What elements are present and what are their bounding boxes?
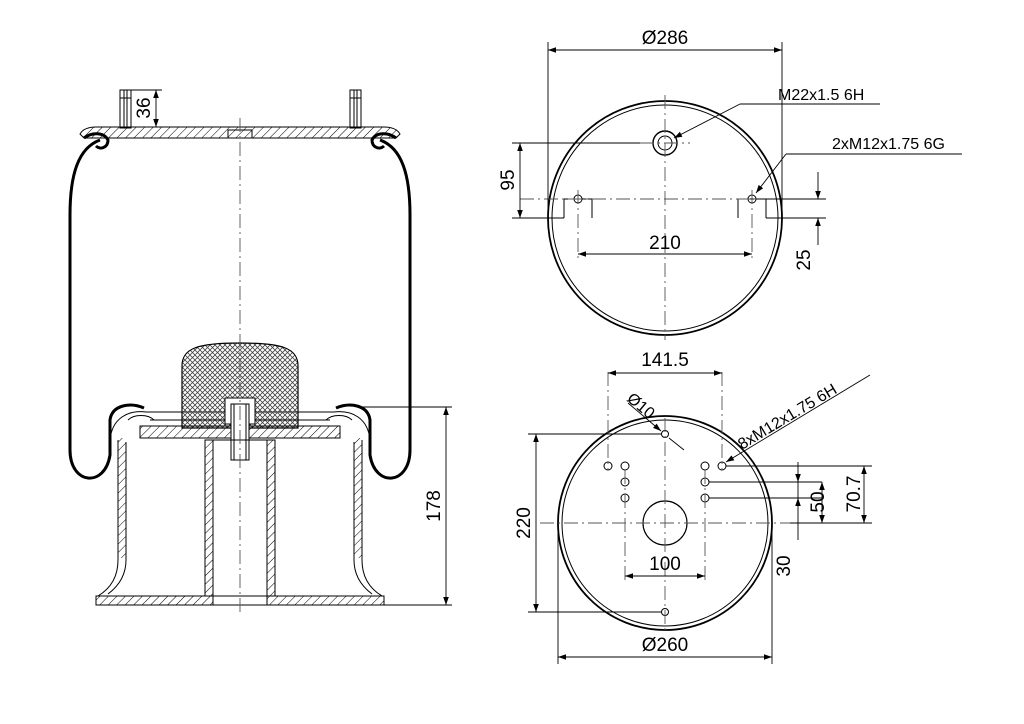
bottom-dim-offset-70: 70.7	[844, 476, 865, 513]
side-view: 36 178	[68, 89, 452, 615]
bottom-thread-hole	[620, 461, 630, 471]
top-callout-studs: 2xM12x1.75 6G	[832, 136, 945, 153]
piston-body	[97, 440, 383, 597]
stud-right	[349, 89, 362, 129]
bottom-dim-hole-spacing: 141.5	[641, 350, 689, 371]
rubber-bellow	[68, 138, 412, 480]
bottom-view: 141.5 Ø10 8xM12x1.75 6H 220 100 Ø260 30	[514, 350, 872, 664]
dim-stud-height: 36	[134, 97, 155, 118]
stud-left	[119, 89, 132, 129]
bottom-dim-height: 220	[514, 507, 535, 539]
bottom-thread-hole	[700, 461, 710, 471]
dim-piston-height: 178	[424, 490, 445, 522]
top-dim-diameter: Ø286	[642, 28, 688, 49]
top-plate	[79, 126, 401, 139]
bottom-dim-offset-50: 50	[808, 491, 829, 512]
top-view: Ø286 95 210 25 M22x1.5 6H 2xM12x1.75 6G	[498, 28, 962, 340]
bottom-dim-inner-spacing: 100	[649, 554, 681, 575]
top-dim-center-offset: 95	[498, 169, 519, 190]
top-dim-stud-spacing: 210	[649, 233, 681, 254]
top-dim-stud-offset: 25	[794, 249, 815, 270]
bottom-dim-offset-30: 30	[774, 555, 795, 576]
bottom-dim-diameter: Ø260	[642, 635, 688, 656]
bottom-callout-holes: 8xM12x1.75 6H	[735, 381, 840, 453]
top-callout-port: M22x1.5 6H	[778, 87, 864, 104]
